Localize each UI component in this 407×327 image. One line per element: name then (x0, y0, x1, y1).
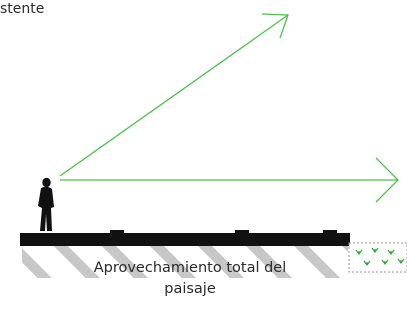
caption-line-1: Aprovechamiento total del (93, 260, 287, 276)
ground-hatching (22, 244, 348, 278)
platform-bolt-3 (323, 230, 337, 235)
top-left-text-fragment: stente (0, 1, 45, 17)
grass-sprout-icon (355, 247, 405, 266)
diagram-caption: Aprovechamiento total del paisaje (40, 258, 340, 300)
vegetation-box (348, 242, 407, 273)
viewing-platform (20, 233, 350, 246)
upward-sight-line (59, 13, 289, 177)
caption-line-2: paisaje (164, 281, 216, 297)
open-arrowhead-icon (375, 157, 399, 203)
person-silhouette-icon (38, 177, 54, 231)
platform-bolt-2 (235, 230, 249, 235)
horizontal-sight-line (60, 157, 399, 203)
open-arrowhead-icon (261, 13, 289, 39)
platform-bolt-1 (110, 230, 124, 235)
